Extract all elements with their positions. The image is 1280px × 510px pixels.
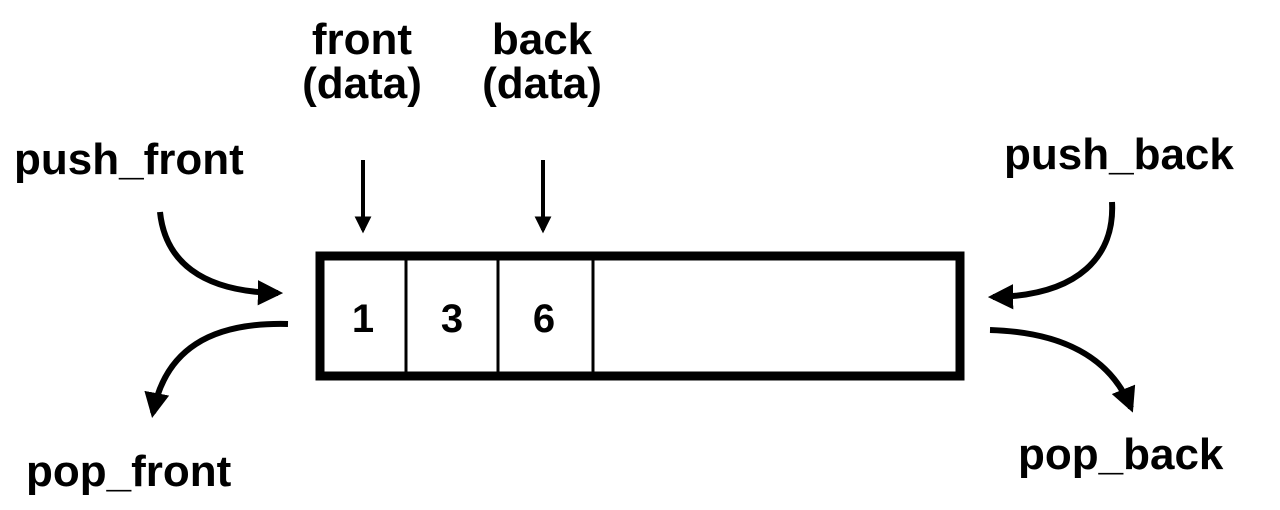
pop-front-label: pop_front	[26, 447, 232, 496]
push-front-label: push_front	[14, 135, 244, 184]
pop-back-label: pop_back	[1018, 430, 1224, 479]
front-label-line1: front	[311, 15, 413, 64]
cell-value-2: 3	[441, 297, 463, 341]
deque-container	[315, 251, 965, 381]
push-back-arrow	[987, 201, 1116, 310]
back-label-line2: (data)	[482, 59, 602, 108]
pop-back-arrow	[989, 327, 1136, 413]
push-front-arrow	[157, 211, 284, 306]
front-label-line2: (data)	[302, 59, 422, 108]
push-back-label: push_back	[1004, 130, 1234, 179]
back-pointer-label: back (data)	[472, 18, 612, 106]
pop-front-arrow	[144, 320, 289, 418]
cell-value-3: 6	[533, 297, 555, 341]
front-pointer-label: front (data)	[292, 18, 432, 106]
cell-value-1: 1	[352, 297, 374, 341]
back-label-line1: back	[491, 15, 593, 64]
